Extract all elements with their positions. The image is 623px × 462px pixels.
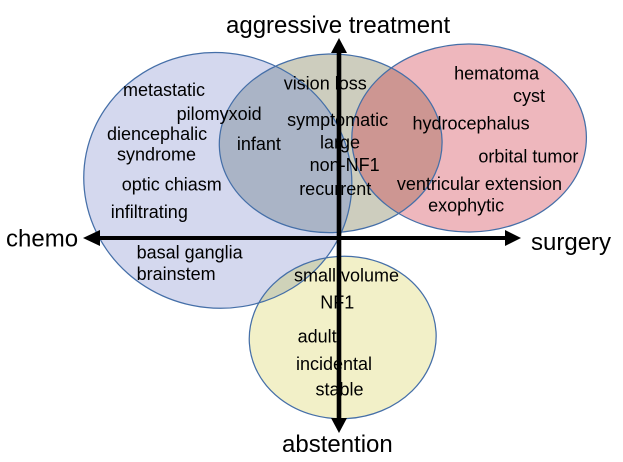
svg-text:infant: infant xyxy=(237,134,281,154)
svg-text:non-NF1: non-NF1 xyxy=(310,155,380,175)
svg-text:vision loss: vision loss xyxy=(284,73,367,93)
svg-text:brainstem: brainstem xyxy=(137,264,216,284)
svg-text:hematoma: hematoma xyxy=(454,63,540,83)
svg-text:surgery: surgery xyxy=(531,229,611,256)
svg-text:exophytic: exophytic xyxy=(428,196,504,216)
svg-text:hydrocephalus: hydrocephalus xyxy=(413,114,530,134)
svg-text:abstention: abstention xyxy=(282,431,393,458)
svg-text:chemo: chemo xyxy=(6,226,78,253)
svg-text:recurrent: recurrent xyxy=(299,179,371,199)
svg-text:syndrome: syndrome xyxy=(117,144,196,164)
svg-text:incidental: incidental xyxy=(296,354,372,374)
svg-text:ventricular extension: ventricular extension xyxy=(397,174,562,194)
svg-text:optic chiasm: optic chiasm xyxy=(122,175,222,195)
svg-text:small volume: small volume xyxy=(294,266,399,286)
svg-text:infiltrating: infiltrating xyxy=(111,202,188,222)
svg-text:cyst: cyst xyxy=(513,86,545,106)
svg-text:adult: adult xyxy=(298,327,337,347)
svg-text:basal ganglia: basal ganglia xyxy=(137,243,244,263)
svg-text:metastatic: metastatic xyxy=(123,80,205,100)
svg-text:aggressive treatment: aggressive treatment xyxy=(226,12,450,39)
svg-text:pilomyxoid: pilomyxoid xyxy=(177,104,262,124)
svg-text:diencephalic: diencephalic xyxy=(107,124,207,144)
svg-text:orbital tumor: orbital tumor xyxy=(478,146,578,166)
